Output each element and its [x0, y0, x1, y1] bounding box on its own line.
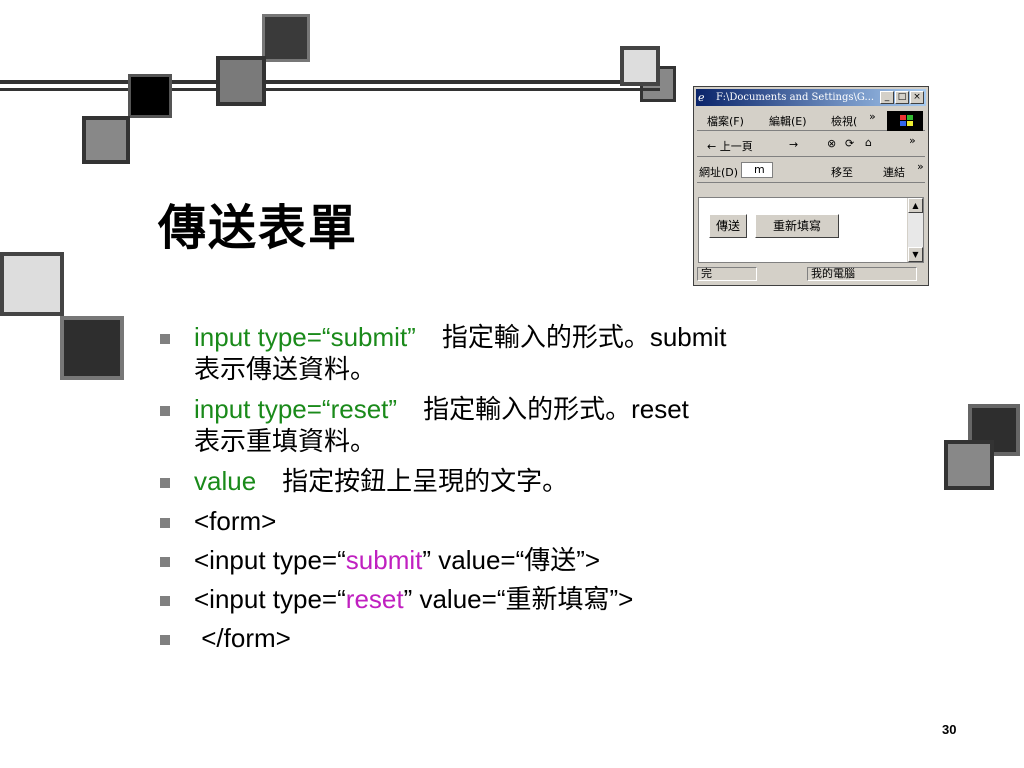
reset-button[interactable]: 重新填寫: [755, 214, 839, 238]
toolbar: ← 上一頁 → ⊗ ⟳ ⌂ »: [697, 133, 925, 157]
list-item: input type=“submit” 指定輸入的形式。submit 表示傳送資料…: [158, 322, 918, 386]
bullet-square-icon: [160, 334, 170, 344]
code-text: <form>: [194, 506, 277, 536]
status-zone: 我的電腦: [807, 267, 917, 281]
address-value: m: [754, 163, 765, 176]
toolbar-more[interactable]: »: [909, 134, 916, 147]
code-text: ” value=“傳送”>: [422, 545, 601, 575]
bullet-square-icon: [160, 557, 170, 567]
address-label: 網址(D): [699, 166, 739, 179]
page-number: 30: [942, 722, 957, 737]
decor-square: [60, 316, 124, 380]
menu-item-edit[interactable]: 編輯(E): [769, 115, 807, 128]
status-bar: 完 我的電腦: [697, 265, 925, 283]
menu-bar: 檔案(F) 編輯(E) 檢視( »: [697, 109, 925, 131]
list-item: <input type=“submit” value=“傳送”>: [158, 545, 918, 576]
bullet-square-icon: [160, 596, 170, 606]
status-done: 完: [697, 267, 757, 281]
page-content: 傳送 重新填寫 ▲ ▼: [698, 197, 924, 263]
desc-text: reset: [631, 394, 689, 424]
scroll-up-icon[interactable]: ▲: [908, 198, 923, 213]
desc-text: 指定按鈕上呈現的文字。: [256, 467, 569, 497]
code-text: </form>: [194, 623, 291, 653]
bullet-square-icon: [160, 478, 170, 488]
desc-text: 表示重填資料。: [194, 427, 377, 457]
stop-icon[interactable]: ⊗: [827, 137, 837, 150]
decor-square: [216, 56, 266, 106]
minimize-button[interactable]: _: [880, 91, 894, 104]
decor-square: [82, 116, 130, 164]
forward-button[interactable]: →: [789, 138, 799, 151]
scroll-down-icon[interactable]: ▼: [908, 247, 923, 262]
bullet-square-icon: [160, 518, 170, 528]
browser-titlebar: F:\Documents and Settings\G...: [696, 89, 926, 106]
code-text: <input type=“: [194, 584, 346, 614]
code-text: input type=“reset”: [194, 394, 398, 424]
code-text: <input type=“: [194, 545, 346, 575]
vertical-scrollbar[interactable]: ▲ ▼: [907, 198, 923, 262]
desc-text: submit: [649, 322, 727, 352]
decor-square: [944, 440, 994, 490]
ie-icon: ℯ: [698, 91, 705, 104]
maximize-button[interactable]: □: [895, 91, 909, 104]
decor-line-top-1: [0, 80, 660, 84]
code-text: ” value=“重新填寫”>: [403, 584, 634, 614]
decor-square: [262, 14, 310, 62]
bullet-square-icon: [160, 635, 170, 645]
bullet-square-icon: [160, 406, 170, 416]
home-icon[interactable]: ⌂: [865, 136, 872, 149]
code-text: value: [194, 466, 257, 496]
menu-more[interactable]: »: [869, 110, 876, 123]
keyword-text: reset: [345, 584, 404, 614]
menu-item-file[interactable]: 檔案(F): [707, 115, 744, 128]
windows-logo-icon: [887, 111, 923, 131]
list-item: input type=“reset” 指定輸入的形式。reset 表示重填資料。: [158, 394, 918, 458]
keyword-text: submit: [345, 545, 423, 575]
code-text: input type=“submit”: [194, 322, 416, 352]
browser-window: F:\Documents and Settings\G... ℯ _ □ × 檔…: [693, 86, 929, 286]
back-button[interactable]: ← 上一頁: [707, 140, 753, 153]
desc-text: 指定輸入的形式。: [415, 323, 650, 353]
refresh-icon[interactable]: ⟳: [845, 137, 855, 150]
list-item: </form>: [158, 623, 918, 654]
links-more[interactable]: »: [917, 160, 924, 173]
close-button[interactable]: ×: [910, 91, 924, 104]
address-input[interactable]: m: [741, 162, 773, 178]
list-item: <input type=“reset” value=“重新填寫”>: [158, 584, 918, 615]
decor-square: [128, 74, 172, 118]
menu-item-view[interactable]: 檢視(: [831, 115, 858, 128]
list-item: <form>: [158, 506, 918, 537]
desc-text: 表示傳送資料。: [194, 355, 377, 385]
decor-square: [620, 46, 660, 86]
slide-title: 傳送表單: [158, 200, 359, 256]
decor-square: [0, 252, 64, 316]
list-item: value 指定按鈕上呈現的文字。: [158, 466, 918, 498]
links-button[interactable]: 連結: [883, 166, 905, 179]
desc-text: 指定輸入的形式。: [397, 395, 632, 425]
decor-line-top-2: [0, 88, 660, 91]
submit-button[interactable]: 傳送: [709, 214, 747, 238]
address-bar: 網址(D) m 移至 連結 »: [697, 159, 925, 183]
go-button[interactable]: 移至: [831, 166, 853, 179]
